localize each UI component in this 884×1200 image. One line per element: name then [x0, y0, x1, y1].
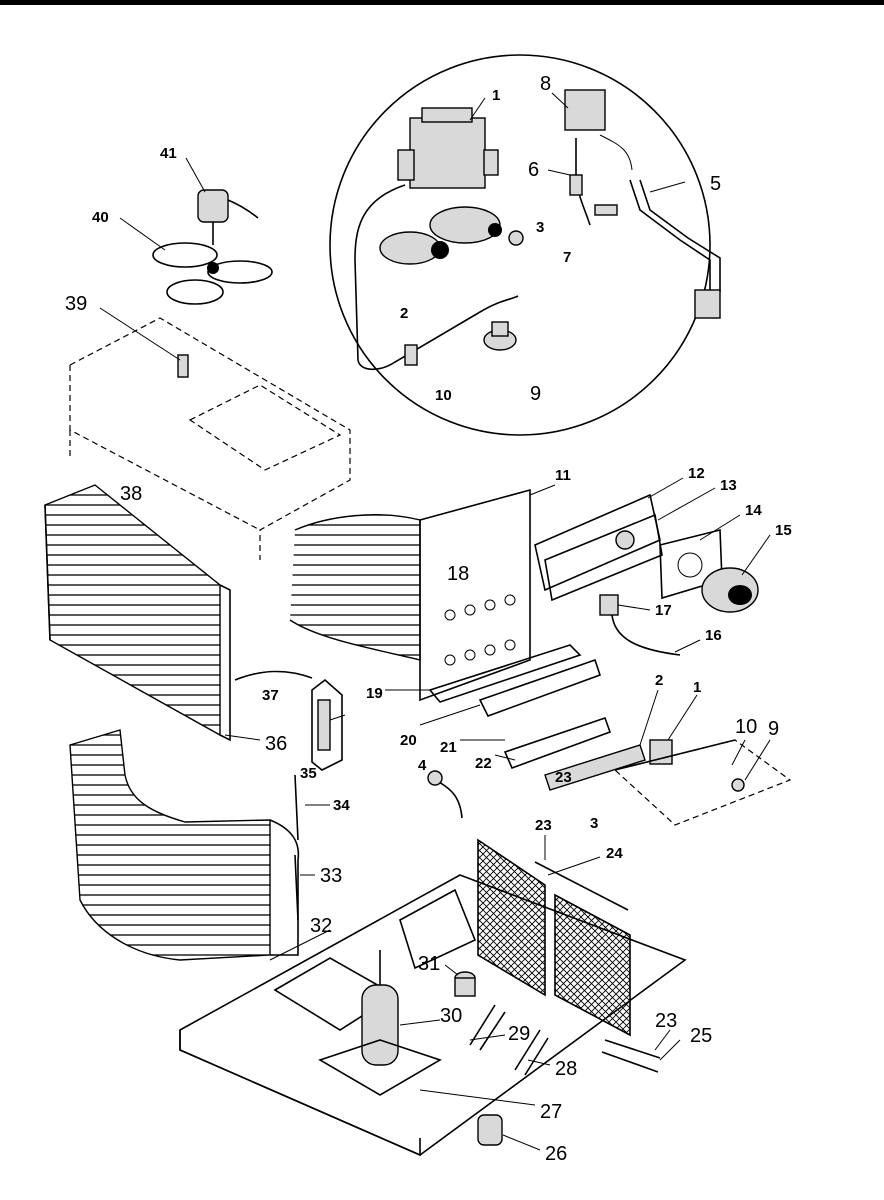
callout-16: 16: [705, 627, 722, 644]
ignitor-8: [564, 89, 633, 171]
control-box-35: [311, 678, 343, 771]
callout-25: 25: [690, 1025, 712, 1047]
gas-valve-1: [397, 107, 499, 189]
callout-6: 6: [528, 159, 539, 181]
compressor-30: [318, 950, 442, 1096]
callout-7: 7: [563, 249, 571, 266]
callout-3-lower: 3: [590, 815, 598, 832]
capacitor-31: [454, 971, 476, 997]
wrap-coil: [69, 729, 300, 961]
callout-36: 36: [265, 733, 287, 755]
outdoor-cabinet-top: [69, 317, 351, 560]
callout-17: 17: [655, 602, 672, 619]
callout-32: 32: [310, 915, 332, 937]
heat-exchanger-18: [289, 488, 531, 702]
callout-10: 10: [435, 387, 452, 404]
callout-35: 35: [300, 765, 317, 782]
callout-9: 9: [530, 383, 541, 405]
callout-27: 27: [540, 1101, 562, 1123]
callout-12: 12: [688, 465, 705, 482]
callout-2-lower: 2: [655, 672, 663, 689]
accumulator-26: [477, 1114, 503, 1146]
callout-2: 2: [400, 305, 408, 322]
callout-4: 4: [418, 757, 427, 774]
callout-15: 15: [775, 522, 792, 539]
callout-3: 3: [536, 219, 544, 236]
callout-23-base: 23: [655, 1010, 677, 1032]
fan-blade-40: [152, 242, 273, 305]
callout-37: 37: [262, 687, 279, 704]
callout-41: 41: [160, 145, 177, 162]
callout-1: 1: [492, 87, 500, 104]
callout-40: 40: [92, 209, 109, 226]
callout-11: 11: [555, 467, 571, 484]
callout-33: 33: [320, 865, 342, 887]
callout-9-lower: 9: [768, 718, 779, 740]
callout-23-filter: 23: [535, 817, 552, 834]
callout-29: 29: [508, 1023, 530, 1045]
callout-19: 19: [366, 685, 383, 702]
callout-1-lower: 1: [693, 679, 701, 696]
callout-8: 8: [540, 73, 551, 95]
gasket-12-13: [534, 493, 663, 602]
header-strip: [0, 0, 884, 5]
callout-5: 5: [710, 173, 721, 195]
callout-34: 34: [333, 797, 350, 814]
manifold-bracket: [613, 739, 792, 826]
burner-manifold: [428, 644, 673, 791]
callout-20: 20: [400, 732, 417, 749]
pressure-switch-17: [599, 594, 681, 656]
callout-10-lower: 10: [735, 716, 757, 738]
orifice-3: [508, 230, 524, 246]
filter-24: [477, 838, 631, 1037]
inducer-blower-15: [659, 528, 759, 613]
callout-30: 30: [440, 1005, 462, 1027]
callout-38: 38: [120, 483, 142, 505]
condenser-coil-38: [44, 484, 231, 742]
callout-26: 26: [545, 1143, 567, 1165]
fan-motor-41: [197, 189, 259, 245]
flame-rod-5: [594, 179, 721, 319]
callout-24: 24: [606, 845, 623, 862]
callout-labels: 1 2 3 5 6 7 8 9 10 11 12 13 14 15 16 17 …: [65, 73, 792, 1165]
callout-28: 28: [555, 1058, 577, 1080]
callout-21: 21: [440, 739, 457, 756]
limit-switch-9: [483, 321, 517, 351]
inset-detail-circle: [329, 54, 721, 436]
leader-lines: [99, 92, 771, 1151]
callout-14: 14: [745, 502, 762, 519]
callout-13: 13: [720, 477, 737, 494]
callout-22: 22: [475, 755, 492, 772]
callout-23-manifold: 23: [555, 769, 572, 786]
callout-18: 18: [447, 563, 469, 585]
burner-2: [379, 206, 502, 265]
callout-39: 39: [65, 293, 87, 315]
callout-31: 31: [418, 953, 440, 975]
